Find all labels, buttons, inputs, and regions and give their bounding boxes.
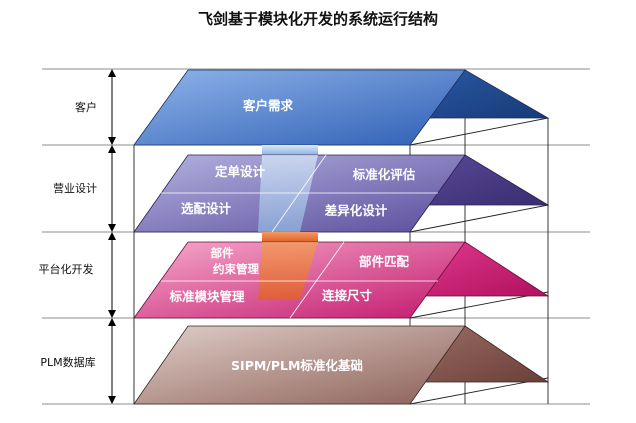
diagram-title: 飞剑基于模块化开发的系统运行结构: [198, 10, 438, 28]
row-label-sales-design: 营业设计: [53, 181, 97, 195]
sales-cell-differentiated-design: 差异化设计: [324, 203, 388, 218]
base-top-face: [133, 325, 466, 405]
layer-plm-base: SIPM/PLM标准化基础: [133, 325, 550, 405]
sales-cell-standardization-eval: 标准化评估: [352, 167, 416, 182]
layer-platform-dev: 部件 约束管理 部件匹配 标准模块管理 连接尺寸: [133, 241, 550, 319]
roof-label: 客户需求: [242, 98, 294, 113]
platform-cell-constraint-mgmt: 约束管理: [213, 262, 259, 276]
pillar-blue-top: [262, 145, 318, 155]
pillar-orange-through-platform: [258, 242, 318, 300]
row-label-platform-dev: 平台化开发: [39, 262, 94, 276]
base-label: SIPM/PLM标准化基础: [231, 358, 363, 373]
sales-cell-order-design: 定单设计: [214, 164, 266, 179]
roof-top-face: [133, 69, 466, 146]
row-label-customer: 客户: [75, 100, 97, 114]
pillar-blue-through-sales: [258, 155, 318, 232]
pillar-orange-top: [262, 232, 318, 242]
platform-cell-connection-size: 连接尺寸: [322, 288, 373, 303]
platform-cell-parts-matching: 部件匹配: [359, 254, 410, 269]
platform-cell-standard-module-mgmt: 标准模块管理: [168, 289, 245, 304]
row-label-plm-database: PLM数据库: [40, 355, 95, 369]
sales-cell-option-design: 选配设计: [181, 201, 232, 216]
roof-customer-demand: 客户需求: [133, 69, 550, 146]
platform-cell-parts: 部件: [211, 246, 234, 260]
layer-sales-design: 定单设计 标准化评估 选配设计 差异化设计: [133, 154, 550, 233]
